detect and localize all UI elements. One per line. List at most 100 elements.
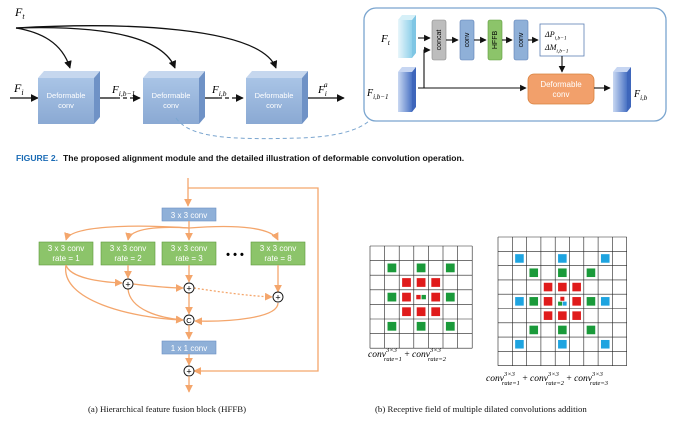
receptive-cell-mark [416,307,426,317]
fib-output-cube [613,67,631,112]
ft-arrow-2 [15,26,177,69]
fib-label: Fi,b [211,84,227,98]
receptive-cell-mark [515,339,524,349]
receptive-cell-mark [572,282,581,292]
hffb-branch-4: 3 x 3 conv rate = 8 [250,241,306,266]
receptive-cell-mark [600,254,610,263]
inset-fib-label: Fi,b [633,89,648,102]
subcaption-a: (a) Hierarchical feature fusion block (H… [88,404,247,414]
receptive-cell-mark [445,292,455,302]
ft-feature-cube [398,15,416,58]
receptive-cell-mark [558,325,567,335]
add-node-1-symbol: + [125,280,130,290]
add-3-to-concat [194,302,279,326]
deformable-conv-label-b: conv [553,90,570,99]
receptive-cell-mark [543,311,553,320]
output-label: Fia [317,80,328,98]
receptive-cell-mark [387,321,397,331]
receptive-grid-left [369,245,473,349]
hffb-diagram: 3 x 3 conv 3 x 3 conv rate = 1 3 x 3 con… [38,178,319,393]
add-2-to-add-3 [193,287,273,301]
inset-fib1-label: Fi,b−1 [366,88,389,101]
branch-1-to-concat [65,264,184,324]
figure-caption: FIGURE 2. The proposed alignment module a… [16,153,464,163]
receptive-cell-mark [431,278,441,287]
concat-node: C [183,314,195,326]
receptive-cell-mark [416,278,426,287]
receptive-cell-mark [529,325,539,335]
hffb-bottom-conv-label: 1 x 1 conv [171,344,207,353]
deformable-conv-label-1b: conv [58,101,74,110]
receptive-cell-mark [558,311,567,320]
receptive-cell-mark [586,268,596,278]
ft-arrow-1 [15,27,72,69]
receptive-cell-mark [600,339,610,349]
branch-3-line-1: 3 x 3 conv [171,244,207,253]
conv-label-1: conv [464,32,471,47]
receptive-cell-mark [558,301,563,306]
receptive-cell-mark [416,294,421,300]
receptive-cell-mark [558,268,567,278]
deformable-detail-inset: Ft Fi,b−1 concat conv HFFB conv [363,7,667,122]
receptive-cell-mark [562,301,567,306]
deformable-conv-label-1a: Deformable [47,91,86,100]
subcaption-b: (b) Receptive field of multiple dilated … [375,404,587,414]
receptive-cell-mark [558,339,567,349]
branch-3-line-2: rate = 3 [175,254,203,263]
add-1-to-add-2 [132,283,184,292]
receptive-cell-mark [560,296,565,301]
receptive-cell-mark [416,321,426,331]
receptive-cell-mark [387,292,397,302]
hffb-to-branch-1 [64,225,190,241]
receptive-cell-mark [421,294,426,300]
add-node-1: + [122,278,134,290]
fi-input-label: Fi [13,81,24,97]
deformable-conv-label-2b: conv [163,101,179,110]
deformable-conv-label-3a: Deformable [255,91,294,100]
deformable-conv-label-3b: conv [266,101,282,110]
hffb-branch-1: 3 x 3 conv rate = 1 [38,241,94,266]
branch-2-line-2: rate = 2 [114,254,142,263]
deformable-conv-label-a: Deformable [540,80,582,89]
branch-4-line-2: rate = 8 [264,254,292,263]
figure-caption-text: The proposed alignment module and the de… [63,153,465,163]
receptive-cell-mark [515,297,524,306]
branch-1-to-add-1 [65,264,123,287]
deformable-conv-block-3: Deformable conv [246,71,308,124]
receptive-cell-mark [572,297,581,306]
receptive-cell-mark [387,263,397,273]
receptive-cell-mark [586,297,596,306]
fib1-label: Fi,b−1 [111,84,135,98]
ft-input-label: Ft [14,5,25,21]
receptive-cell-mark [558,254,567,263]
receptive-cell-mark [402,307,411,317]
hffb-global-skip [188,187,319,375]
branch-1-line-1: 3 x 3 conv [48,244,84,253]
receptive-cell-mark [543,297,553,306]
receptive-cell-mark [416,263,426,273]
figure-number: FIGURE 2. [16,153,59,163]
delta-m-label: ΔMi,b−1 [544,43,569,55]
concat-node-symbol: C [186,316,192,325]
concat-label: concat [436,30,443,51]
receptive-cell-mark [586,325,596,335]
branch-2-line-1: 3 x 3 conv [110,244,146,253]
deformable-conv-box [527,73,595,105]
alignment-module: Ft Fi Deformable conv Fi,b−1 Deform [10,5,373,140]
conv-label-2: conv [518,32,525,47]
receptive-cell-mark [558,282,567,292]
deformable-conv-label-2a: Deformable [152,91,191,100]
hffb-branch-3: 3 x 3 conv rate = 3 [161,241,217,266]
add-node-3-symbol: + [275,293,280,303]
zoom-connector [175,117,373,140]
branch-1-line-2: rate = 1 [52,254,80,263]
receptive-cell-mark [402,292,411,302]
hffb-to-branch-2 [125,226,190,241]
deformable-conv-block-1: Deformable conv [38,71,100,124]
receptive-cell-mark [431,307,441,317]
final-add-node: + [183,365,195,377]
receptive-cell-mark [600,297,610,306]
